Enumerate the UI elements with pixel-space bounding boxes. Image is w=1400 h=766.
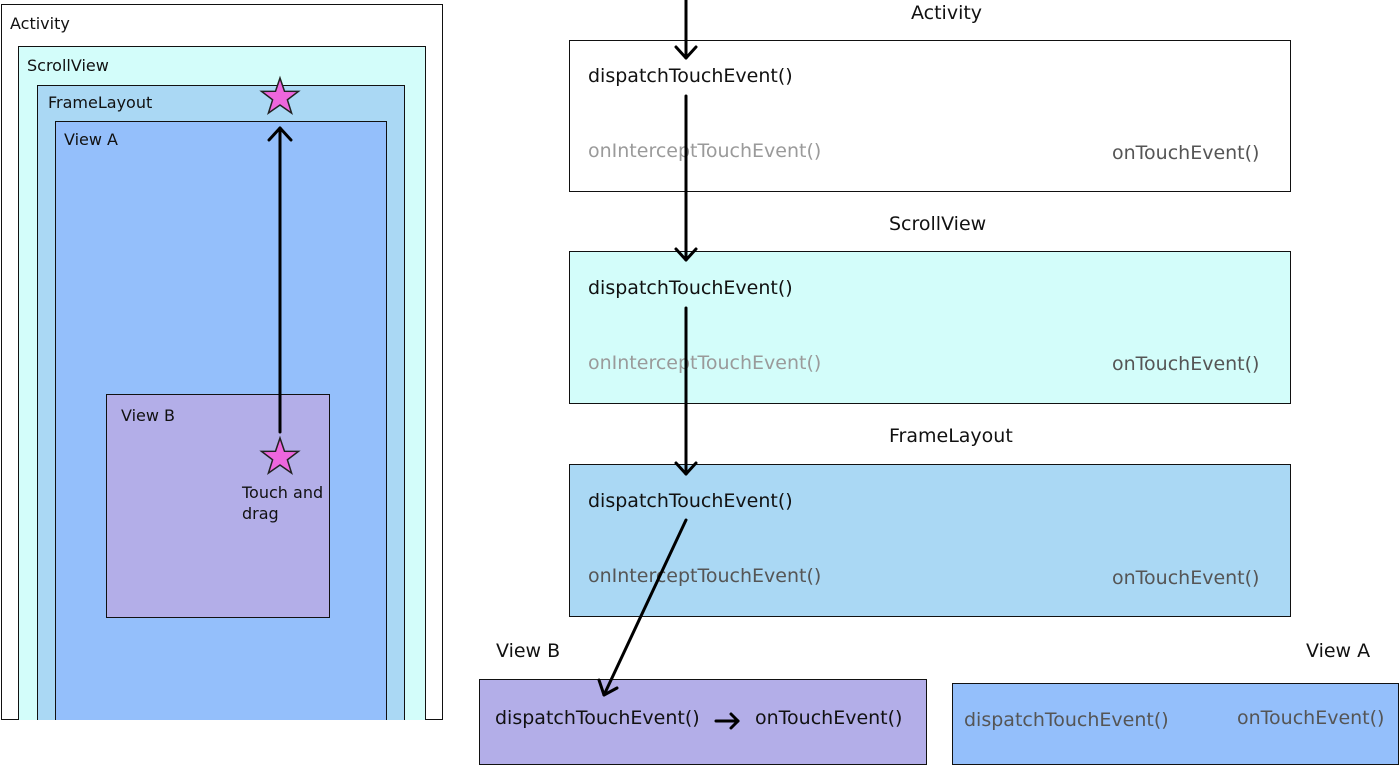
activity-ontouch: onTouchEvent(): [1112, 142, 1260, 164]
activity-block: [569, 40, 1291, 192]
framelayout-intercept: onInterceptTouchEvent(): [588, 565, 822, 587]
framelayout-block: [569, 464, 1291, 617]
scrollview-block: [569, 251, 1291, 404]
view-a-dispatch: dispatchTouchEvent(): [964, 709, 1169, 731]
scrollview-title: ScrollView: [889, 213, 987, 235]
framelayout-ontouch: onTouchEvent(): [1112, 567, 1260, 589]
view-a-title: View A: [1306, 640, 1371, 662]
framelayout-dispatch: dispatchTouchEvent(): [588, 490, 793, 512]
scrollview-label: ScrollView: [27, 56, 109, 75]
scrollview-dispatch: dispatchTouchEvent(): [588, 277, 793, 299]
framelayout-title: FrameLayout: [889, 425, 1013, 447]
activity-intercept: onInterceptTouchEvent(): [588, 140, 822, 162]
view-a-ontouch: onTouchEvent(): [1237, 707, 1385, 729]
view-a-block: [952, 683, 1399, 765]
view-b-block: [479, 679, 927, 765]
view-b-ontouch: onTouchEvent(): [755, 707, 903, 729]
activity-dispatch: dispatchTouchEvent(): [588, 65, 793, 87]
activity-title: Activity: [911, 2, 983, 24]
view-b-dispatch: dispatchTouchEvent(): [495, 707, 700, 729]
activity-label: Activity: [10, 14, 70, 33]
view-b-label: View B: [121, 406, 176, 425]
scrollview-ontouch: onTouchEvent(): [1112, 353, 1260, 375]
scrollview-intercept: onInterceptTouchEvent(): [588, 352, 822, 374]
view-a-label: View A: [64, 130, 118, 149]
framelayout-label: FrameLayout: [48, 93, 153, 112]
view-b-container: [106, 394, 330, 618]
view-b-title: View B: [496, 640, 561, 662]
touch-and-drag-text: Touch and drag: [242, 483, 324, 523]
